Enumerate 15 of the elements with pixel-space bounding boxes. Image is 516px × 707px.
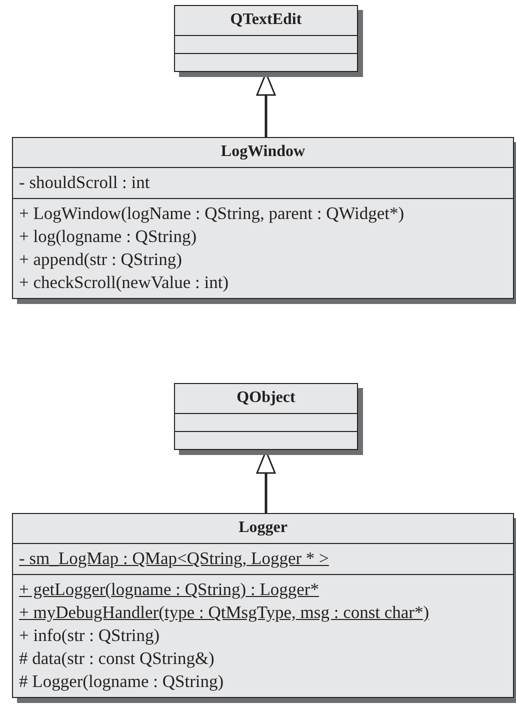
class-name: Logger xyxy=(238,518,288,538)
member-text: + log(logname : QString) xyxy=(19,225,198,248)
member-text: + myDebugHandler(type : QtMsgType, msg : const char*) xyxy=(19,601,430,624)
member-text: + getLogger(logname : QString) : Logger* xyxy=(19,578,320,601)
member-text: # Logger(logname : QString) xyxy=(19,670,225,693)
attribute-text: - sm_LogMap : QMap<QString, Logger * > xyxy=(19,547,330,570)
member-text: + info(str : QString) xyxy=(19,624,161,647)
class-name: QObject xyxy=(236,388,296,408)
member-text: + LogWindow(logName : QString, parent : QWidget*) xyxy=(19,202,406,225)
attribute-text: - shouldScroll : int xyxy=(19,171,151,194)
class-name: LogWindow xyxy=(220,142,306,162)
member-text: + checkScroll(newValue : int) xyxy=(19,271,230,294)
member-text: # data(str : const QString&) xyxy=(19,647,216,670)
class-name: QTextEdit xyxy=(229,10,303,30)
member-text: + append(str : QString) xyxy=(19,248,183,271)
